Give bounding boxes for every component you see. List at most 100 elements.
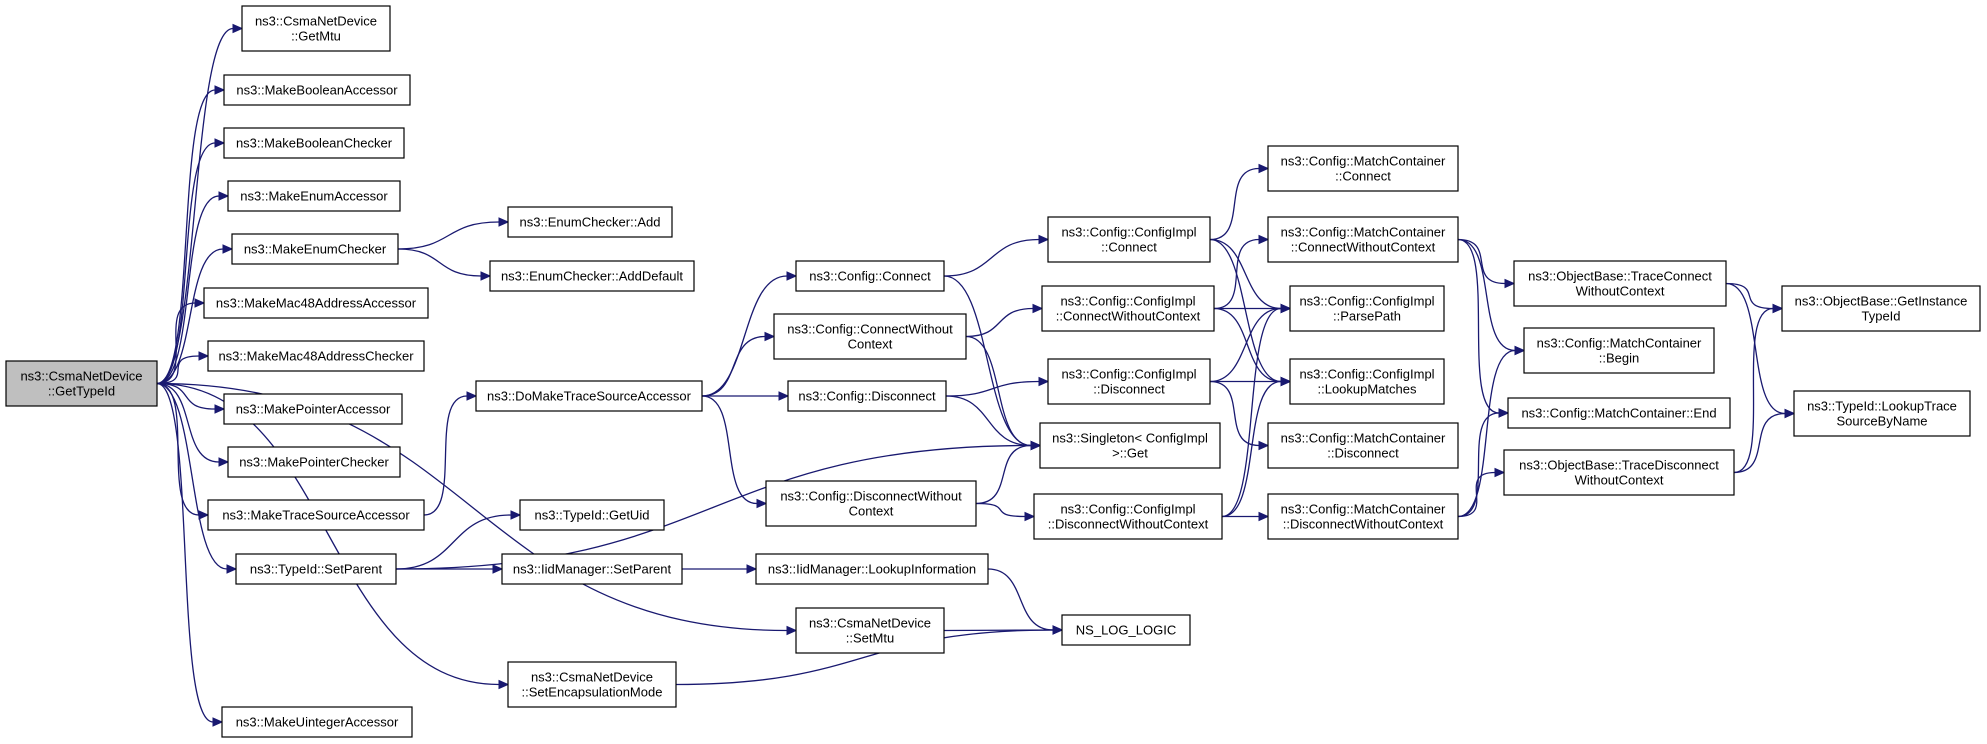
node-label: ns3::IidManager::SetParent — [513, 562, 672, 577]
node-mc-connect-wo[interactable]: ns3::Config::MatchContainer::ConnectWith… — [1267, 216, 1459, 263]
node-csma-setmtu[interactable]: ns3::CsmaNetDevice::SetMtu — [795, 607, 945, 654]
node-root[interactable]: ns3::CsmaNetDevice::GetTypeId — [5, 360, 158, 407]
node-box — [1523, 327, 1715, 374]
node-box — [227, 180, 401, 212]
node-ob-traceconnect-wo[interactable]: ns3::ObjectBase::TraceConnectWithoutCont… — [1513, 260, 1727, 307]
node-make-boolean-checker[interactable]: ns3::MakeBooleanChecker — [223, 127, 405, 159]
node-label: ns3::MakeMac48AddressAccessor — [216, 296, 417, 311]
node-make-mac48-checker[interactable]: ns3::MakeMac48AddressChecker — [207, 340, 425, 372]
node-impl-lookupmatches[interactable]: ns3::Config::ConfigImpl::LookupMatches — [1289, 358, 1445, 405]
node-iidmanager-setparent[interactable]: ns3::IidManager::SetParent — [501, 553, 683, 585]
node-label: ::DisconnectWithoutContext — [1283, 517, 1444, 532]
node-label: ns3::Config::MatchContainer — [1281, 502, 1446, 517]
node-mc-disconnect[interactable]: ns3::Config::MatchContainer::Disconnect — [1267, 422, 1459, 469]
node-label: ns3::MakePointerChecker — [239, 455, 389, 470]
node-label: ::GetTypeId — [48, 384, 115, 399]
node-label: ns3::Config::MatchContainer — [1537, 336, 1702, 351]
node-make-enum-checker[interactable]: ns3::MakeEnumChecker — [231, 233, 399, 265]
node-box — [231, 233, 399, 265]
node-mc-connect[interactable]: ns3::Config::MatchContainer::Connect — [1267, 145, 1459, 192]
node-label: ns3::TypeId::SetParent — [250, 562, 383, 577]
node-make-mac48-accessor[interactable]: ns3::MakeMac48AddressAccessor — [203, 287, 429, 319]
node-make-enum-accessor[interactable]: ns3::MakeEnumAccessor — [227, 180, 401, 212]
edge-impl-connect-wo-to-mc-connect-wo — [1213, 234, 1270, 310]
node-label: ns3::CsmaNetDevice — [20, 369, 142, 384]
node-config-connect[interactable]: ns3::Config::Connect — [795, 260, 945, 292]
call-edges — [156, 23, 1796, 727]
edge-root-to-make-pointer-checker — [156, 382, 230, 467]
edge-impl-disconnect-wo-to-impl-parsepath — [1221, 303, 1292, 518]
node-box — [1061, 614, 1191, 646]
edge-ob-tracedisconnect-wo-to-ob-getinstancetypeid — [1733, 303, 1784, 474]
node-label: ns3::MakeTraceSourceAccessor — [222, 508, 410, 523]
edge-config-connect-wo-to-impl-connect-wo — [965, 303, 1044, 338]
node-csma-setencap[interactable]: ns3::CsmaNetDevice::SetEncapsulationMode — [507, 661, 677, 708]
node-impl-disconnect[interactable]: ns3::Config::ConfigImpl::Disconnect — [1047, 358, 1211, 405]
node-label: ::Begin — [1599, 351, 1639, 366]
node-box — [1289, 358, 1445, 405]
node-csma-getmtu[interactable]: ns3::CsmaNetDevice::GetMtu — [241, 5, 391, 52]
node-config-disconnect[interactable]: ns3::Config::Disconnect — [787, 380, 947, 412]
node-make-pointer-checker[interactable]: ns3::MakePointerChecker — [227, 446, 401, 478]
node-label: ns3::Config::MatchContainer::End — [1521, 406, 1716, 421]
node-box — [795, 607, 945, 654]
node-label: SourceByName — [1836, 414, 1927, 429]
edge-root-to-make-uinteger-accessor — [156, 382, 224, 727]
node-impl-connect[interactable]: ns3::Config::ConfigImpl::Connect — [1047, 216, 1211, 263]
node-mc-begin[interactable]: ns3::Config::MatchContainer::Begin — [1523, 327, 1715, 374]
node-label: ::SetEncapsulationMode — [522, 685, 663, 700]
edge-iidmanager-lookupinfo-to-ns-log-logic — [987, 568, 1064, 635]
node-mc-disconnect-wo[interactable]: ns3::Config::MatchContainer::DisconnectW… — [1267, 493, 1459, 540]
edge-typeid-setparent-to-typeid-getuid — [395, 510, 522, 570]
node-box — [203, 287, 429, 319]
edge-root-to-make-mac48-accessor — [156, 298, 206, 385]
node-make-boolean-accessor[interactable]: ns3::MakeBooleanAccessor — [223, 74, 411, 106]
node-make-uinteger-accessor[interactable]: ns3::MakeUintegerAccessor — [221, 706, 413, 738]
edge-impl-disconnect-to-impl-parsepath — [1209, 303, 1292, 383]
node-mc-end[interactable]: ns3::Config::MatchContainer::End — [1507, 397, 1731, 429]
node-box — [1267, 145, 1459, 192]
node-impl-parsepath[interactable]: ns3::Config::ConfigImpl::ParsePath — [1289, 285, 1445, 332]
node-impl-connect-wo[interactable]: ns3::Config::ConfigImpl::ConnectWithoutC… — [1041, 285, 1215, 332]
node-label: ::SetMtu — [846, 631, 894, 646]
node-box — [795, 260, 945, 292]
node-make-trace-source-accessor[interactable]: ns3::MakeTraceSourceAccessor — [207, 499, 425, 531]
node-iidmanager-lookupinfo[interactable]: ns3::IidManager::LookupInformation — [755, 553, 989, 585]
edge-root-to-make-boolean-checker — [156, 138, 226, 385]
node-domake-trace[interactable]: ns3::DoMakeTraceSourceAccessor — [475, 380, 703, 412]
node-label: ns3::Config::ConfigImpl — [1061, 225, 1196, 240]
node-box — [507, 661, 677, 708]
edge-root-to-make-mac48-checker — [156, 351, 210, 385]
edge-config-disconnect-to-singleton-get — [945, 395, 1042, 451]
node-ob-tracedisconnect-wo[interactable]: ns3::ObjectBase::TraceDisconnectWithoutC… — [1503, 449, 1735, 496]
node-ns-log-logic[interactable]: NS_LOG_LOGIC — [1061, 614, 1191, 646]
node-enumchecker-add[interactable]: ns3::EnumChecker::Add — [507, 206, 673, 238]
node-box — [1267, 493, 1459, 540]
node-box — [1033, 493, 1223, 540]
node-singleton-get[interactable]: ns3::Singleton< ConfigImpl >::Get — [1039, 422, 1221, 469]
edge-root-to-typeid-setparent — [156, 382, 238, 574]
node-box — [1507, 397, 1731, 429]
edge-mc-connect-wo-to-ob-traceconnect-wo — [1457, 238, 1516, 289]
node-label: ::Disconnect — [1093, 382, 1165, 397]
node-label: ns3::MakeEnumAccessor — [240, 189, 388, 204]
node-label: ns3::Config::ConfigImpl — [1299, 294, 1434, 309]
node-label: ns3::Config::MatchContainer — [1281, 154, 1446, 169]
node-box — [773, 313, 967, 360]
node-config-disconnect-wo[interactable]: ns3::Config::DisconnectWithoutContext — [765, 480, 977, 527]
node-label: ns3::CsmaNetDevice — [531, 670, 653, 685]
node-box — [475, 380, 703, 412]
node-make-pointer-accessor[interactable]: ns3::MakePointerAccessor — [223, 393, 403, 425]
edge-iidmanager-setparent-to-iidmanager-lookupinfo — [682, 564, 758, 574]
node-typeid-setparent[interactable]: ns3::TypeId::SetParent — [235, 553, 397, 585]
edge-csma-setencap-to-ns-log-logic — [675, 625, 1064, 686]
node-box — [755, 553, 989, 585]
node-impl-disconnect-wo[interactable]: ns3::Config::ConfigImpl::DisconnectWitho… — [1033, 493, 1223, 540]
node-enumchecker-adddefault[interactable]: ns3::EnumChecker::AddDefault — [489, 260, 695, 292]
node-config-connect-wo[interactable]: ns3::Config::ConnectWithoutContext — [773, 313, 967, 360]
node-typeid-getuid[interactable]: ns3::TypeId::GetUid — [519, 499, 665, 531]
node-label: ns3::IidManager::LookupInformation — [768, 562, 976, 577]
